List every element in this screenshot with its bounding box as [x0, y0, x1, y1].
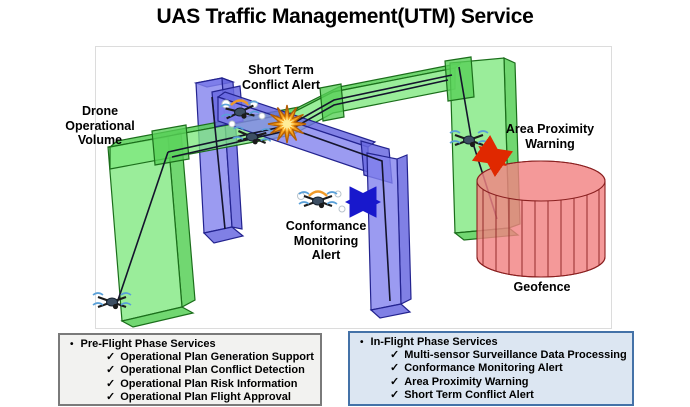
page-title: UAS Traffic Management(UTM) Service: [156, 5, 534, 28]
check-icon: ✓: [390, 375, 400, 388]
service-item: ✓ Operational Plan Generation Support: [60, 351, 320, 364]
service-item: ✓ Operational Plan Flight Approval: [60, 391, 320, 404]
service-item-list: ✓ Multi-sensor Surveillance Data Processi…: [350, 349, 632, 402]
service-item: ✓ Operational Plan Risk Information: [60, 378, 320, 391]
service-item-label: Area Proximity Warning: [404, 375, 529, 388]
service-item: ✓ Conformance Monitoring Alert: [350, 362, 632, 375]
in-flight-services-panel: • In-Flight Phase Services ✓ Multi-sensor …: [348, 331, 634, 406]
service-item-label: Multi-sensor Surveillance Data Processin…: [404, 349, 627, 362]
geofence-label: Geofence: [513, 280, 571, 294]
service-item-list: ✓ Operational Plan Generation Support ✓ Ope…: [60, 351, 320, 404]
proximity-double-arrow: [471, 135, 514, 177]
alert-arc-icon: [230, 99, 250, 106]
service-item-label: Operational Plan Generation Support: [120, 351, 314, 364]
bullet-icon: •: [360, 337, 364, 348]
check-icon: ✓: [390, 362, 400, 375]
service-item: ✓ Short Term Conflict Alert: [350, 389, 632, 402]
service-item-label: Operational Plan Flight Approval: [120, 390, 291, 403]
check-icon: ✓: [106, 364, 116, 377]
panel-title: In-Flight Phase Services: [370, 336, 498, 348]
area-proximity-warning-label: Area Proximity Warning: [505, 122, 595, 151]
service-item: ✓ Area Proximity Warning: [350, 376, 632, 389]
service-item: ✓ Operational Plan Conflict Detection: [60, 364, 320, 377]
panel-header: • In-Flight Phase Services: [350, 333, 632, 349]
panel-title: Pre-Flight Phase Services: [80, 338, 216, 350]
service-item-label: Short Term Conflict Alert: [404, 388, 534, 401]
service-item-label: Conformance Monitoring Alert: [404, 362, 563, 375]
service-item-label: Operational Plan Conflict Detection: [120, 364, 305, 377]
conformance-monitoring-alert-label: Conformance Monitoring Alert: [285, 219, 367, 262]
pre-flight-services-panel: • Pre-Flight Phase Services ✓ Operational …: [58, 333, 322, 406]
geofence-cylinder: [476, 160, 606, 278]
check-icon: ✓: [106, 390, 116, 403]
conflict-explosion-icon: [267, 104, 307, 144]
panel-header: • Pre-Flight Phase Services: [60, 335, 320, 351]
service-item-label: Operational Plan Risk Information: [120, 377, 298, 390]
service-item: ✓ Multi-sensor Surveillance Data Processi…: [350, 349, 632, 362]
check-icon: ✓: [106, 351, 116, 364]
drone-operational-volume-label: Drone Operational Volume: [65, 104, 135, 147]
check-icon: ✓: [390, 388, 400, 401]
check-icon: ✓: [106, 377, 116, 390]
check-icon: ✓: [390, 349, 400, 362]
short-term-conflict-alert-label: Short Term Conflict Alert: [241, 63, 320, 92]
bullet-icon: •: [70, 339, 74, 350]
alert-arc-icon: [308, 190, 328, 197]
